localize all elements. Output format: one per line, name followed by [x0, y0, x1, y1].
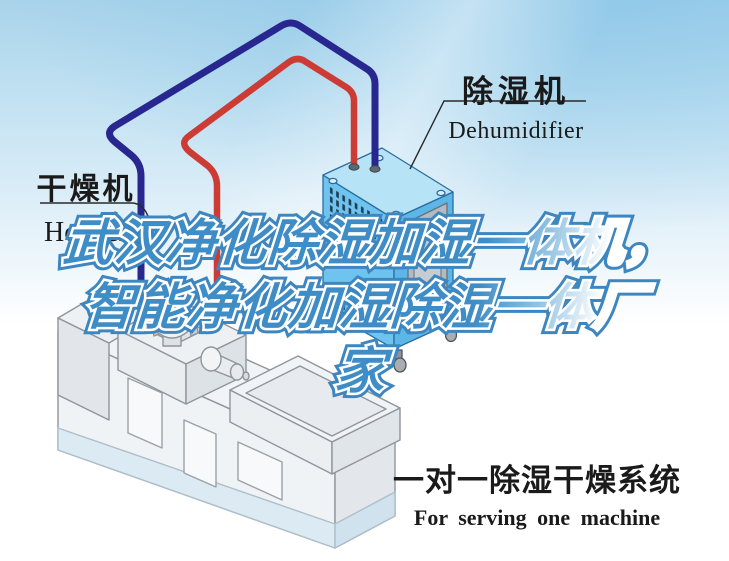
tagline-zh: 一对一除湿干燥系统	[393, 463, 681, 498]
hopper-label-en: Hopper	[30, 217, 142, 249]
hopper-illustration	[135, 282, 237, 347]
return-hose-blue	[106, 19, 379, 316]
dehumidifier-label-zh: 除湿机	[462, 74, 570, 109]
watermark-line2: 智能净化加湿除湿一体厂	[82, 279, 648, 335]
lifting-eyelets	[328, 154, 446, 218]
hopper-leader-line	[40, 202, 151, 221]
hopper-lid	[193, 282, 237, 318]
tagline: 一对一除湿干燥系统 For serving one machine	[383, 455, 691, 531]
watermark-text: 武汉净化除湿加湿一体机， 智能净化加湿除湿一体厂 家	[18, 211, 711, 403]
hopper-label-zh: 干燥机	[36, 173, 136, 206]
dehumidifier-label-en: Dehumidifier	[448, 118, 584, 144]
supply-hose-red	[181, 55, 358, 326]
tagline-en: For serving one machine	[413, 505, 661, 530]
dehumidifier-leader-line	[409, 100, 586, 170]
dehumidifier-label: 除湿机 Dehumidifier	[436, 66, 596, 145]
hopper-label: 干燥机 Hopper	[30, 164, 142, 249]
watermark-line1: 武汉净化除湿加湿一体机，	[61, 215, 678, 271]
hose-fittings	[348, 163, 381, 173]
watermark-line3: 家	[333, 343, 388, 399]
dehumidifier-illustration	[322, 147, 458, 373]
